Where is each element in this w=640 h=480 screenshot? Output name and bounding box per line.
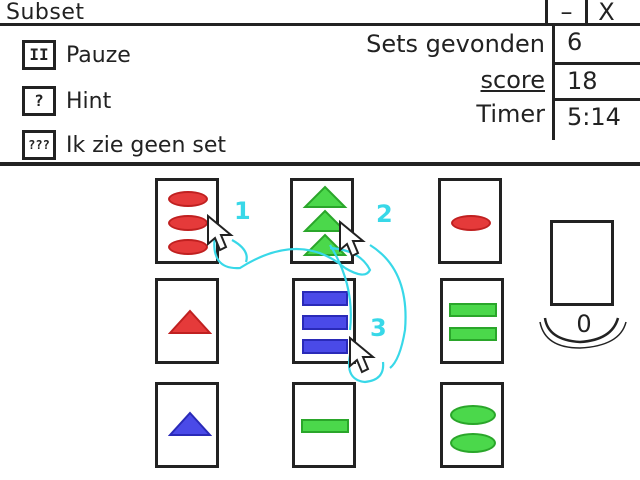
annotation-number-2: 2 <box>376 200 393 228</box>
no-set-button[interactable]: ??? Ik zie geen set <box>22 128 226 162</box>
card-3[interactable] <box>438 178 502 264</box>
no-set-icon: ??? <box>22 130 56 160</box>
green-oval-shape <box>450 405 496 425</box>
minimize-button[interactable]: – <box>545 0 585 26</box>
red-oval-shape <box>168 239 208 255</box>
no-set-label: Ik zie geen set <box>66 132 227 158</box>
red-oval-shape <box>168 191 208 207</box>
title-bar: Subset – X <box>0 0 640 26</box>
timer-value: 5:14 <box>552 98 640 140</box>
red-triangle-shape <box>168 309 212 334</box>
card-2[interactable] <box>290 178 354 264</box>
blue-rectangle-shape <box>302 291 348 306</box>
window-controls: – X <box>545 0 640 26</box>
green-rectangle-shape <box>449 327 497 341</box>
sets-found-value: 6 <box>552 26 640 62</box>
pause-button[interactable]: II Pauze <box>22 38 131 72</box>
score-value: 18 <box>552 62 640 98</box>
green-triangles-shape <box>302 185 348 256</box>
card-4[interactable] <box>155 278 219 364</box>
score-label: score <box>480 66 546 94</box>
card-9[interactable] <box>440 382 504 468</box>
blue-rectangle-shape <box>302 339 348 354</box>
green-oval-shape <box>450 433 496 453</box>
pause-label: Pauze <box>66 42 131 68</box>
card-6[interactable] <box>440 278 504 364</box>
card-8[interactable] <box>292 382 356 468</box>
found-count: 0 <box>576 310 592 338</box>
blue-triangle-shape <box>168 411 212 436</box>
sets-found-label: Sets gevonden <box>366 30 545 58</box>
card-5[interactable] <box>292 278 356 364</box>
found-set-card <box>550 220 614 306</box>
hint-label: Hint <box>66 88 112 114</box>
green-rectangle-shape <box>449 303 497 317</box>
control-panel: II Pauze ? Hint ??? Ik zie geen set Sets… <box>0 26 640 166</box>
hint-button[interactable]: ? Hint <box>22 84 111 118</box>
hint-icon: ? <box>22 86 56 116</box>
timer-label: Timer <box>476 100 545 128</box>
card-1[interactable] <box>155 178 219 264</box>
pause-icon: II <box>22 40 56 70</box>
close-button[interactable]: X <box>585 0 625 26</box>
red-oval-shape <box>451 215 491 231</box>
app-title: Subset <box>6 0 85 25</box>
card-7[interactable] <box>155 382 219 468</box>
red-oval-shape <box>168 215 208 231</box>
annotation-number-3: 3 <box>370 314 387 342</box>
blue-rectangle-shape <box>302 315 348 330</box>
green-rectangle-shape <box>301 419 349 433</box>
annotation-number-1: 1 <box>234 197 251 225</box>
